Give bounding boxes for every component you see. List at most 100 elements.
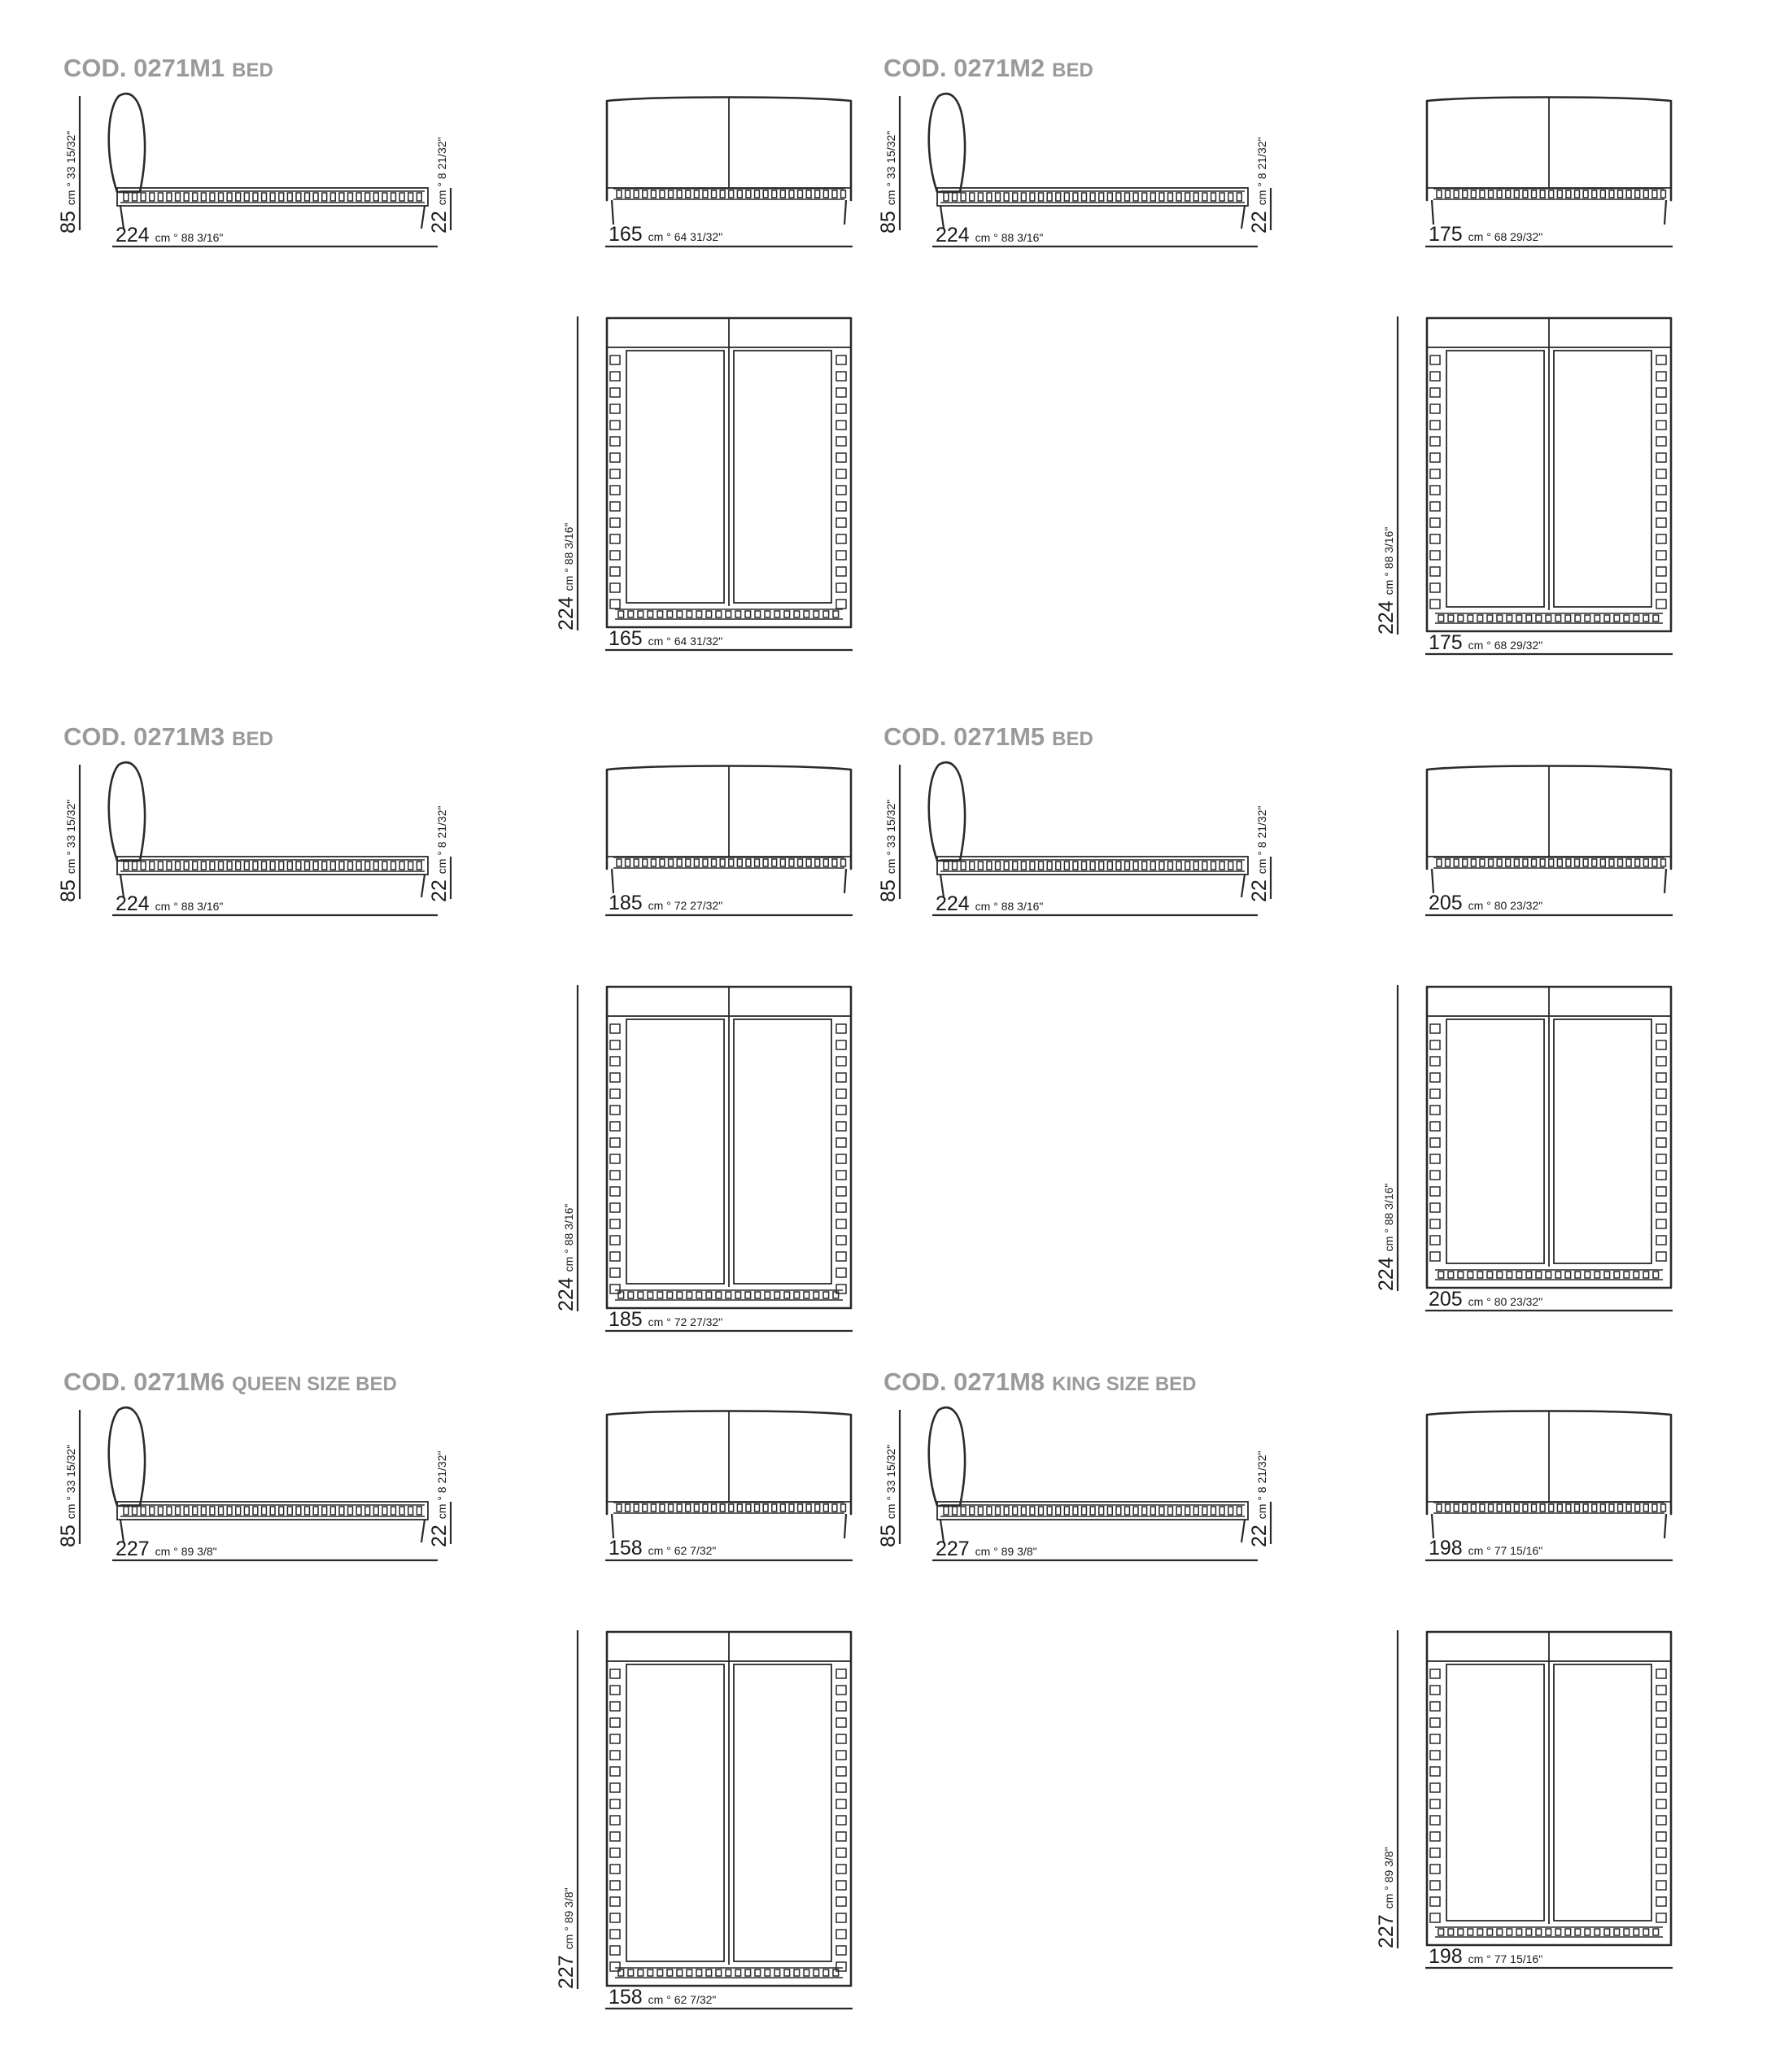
- height-dimension: 85 cm ° 33 15/32": [877, 1445, 900, 1547]
- svg-text:224 cm ° 88 3/16": 224 cm ° 88 3/16": [116, 224, 223, 246]
- model-type: QUEEN SIZE BED: [232, 1373, 397, 1395]
- slat-row: [613, 857, 847, 869]
- mattress-right: [1553, 1664, 1652, 1922]
- model-type: BED: [1052, 728, 1093, 750]
- model-code: COD. 0271M5: [884, 722, 1045, 751]
- front-view: 175 cm ° 68 29/32": [1425, 96, 1673, 248]
- leg: [610, 868, 615, 894]
- side-slats: [1656, 355, 1667, 609]
- mattress-left: [626, 1664, 725, 1962]
- side-slats: [609, 1669, 621, 1972]
- top-width-dimension: 165 cm ° 64 31/32": [609, 627, 722, 650]
- model-title: COD. 0271M5 BED: [884, 722, 1093, 752]
- top-length-dimension: 224 cm ° 88 3/16": [555, 1204, 578, 1311]
- bed-frame: [936, 856, 1249, 875]
- mattress-left: [1446, 1664, 1545, 1922]
- top-width-dimension: 175 cm ° 68 29/32": [1429, 631, 1542, 654]
- svg-text:85 cm ° 33 15/32": 85 cm ° 33 15/32": [877, 1445, 900, 1547]
- mattress-right: [733, 350, 832, 604]
- svg-text:227 cm ° 89 3/8": 227 cm ° 89 3/8": [555, 1887, 578, 1989]
- width-dimension: 158 cm ° 62 7/32": [609, 1537, 716, 1559]
- length-dimension: 224 cm ° 88 3/16": [116, 892, 223, 915]
- leg: [610, 199, 615, 225]
- height-dimension: 85 cm ° 33 15/32": [57, 131, 80, 233]
- top-width-dimension: 158 cm ° 62 7/32": [609, 1986, 716, 2009]
- headboard-profile: [927, 761, 966, 862]
- width-dimension: 198 cm ° 77 15/16": [1429, 1537, 1542, 1559]
- leg-dimension: 22 cm ° 8 21/32": [428, 1450, 451, 1547]
- length-dimension: 227 cm ° 89 3/8": [116, 1538, 217, 1560]
- width-dimension: 205 cm ° 80 23/32": [1429, 892, 1542, 914]
- leg-dimension: 22 cm ° 8 21/32": [1248, 137, 1271, 233]
- slat-row: [1433, 188, 1667, 200]
- model-code: COD. 0271M3: [63, 722, 225, 751]
- side-view: 85 cm ° 33 15/32" 22 cm ° 8 21/32" 224 cm …: [877, 92, 1272, 248]
- headboard-front: [605, 765, 853, 870]
- leg: [1240, 205, 1246, 229]
- leg: [1430, 868, 1435, 894]
- slat-row: [1435, 1926, 1663, 1938]
- slat-row: [613, 188, 847, 200]
- bed-frame: [116, 1501, 429, 1520]
- leg: [843, 1513, 848, 1539]
- leg: [1663, 199, 1668, 225]
- headboard-profile: [927, 92, 966, 194]
- top-width-dimension: 198 cm ° 77 15/16": [1429, 1945, 1542, 1968]
- svg-text:227 cm ° 89 3/8": 227 cm ° 89 3/8": [1375, 1847, 1398, 1948]
- svg-text:85 cm ° 33 15/32": 85 cm ° 33 15/32": [57, 1445, 80, 1547]
- leg-dimension: 22 cm ° 8 21/32": [1248, 805, 1271, 902]
- top-view: 227 cm ° 89 3/8" 158 cm ° 62 7/32": [555, 1630, 853, 2010]
- leg: [1240, 874, 1246, 898]
- svg-text:175 cm ° 68 29/32": 175 cm ° 68 29/32": [1429, 223, 1542, 246]
- front-view: 165 cm ° 64 31/32": [605, 96, 853, 248]
- top-length-dimension: 224 cm ° 88 3/16": [555, 523, 578, 630]
- headboard-profile: [107, 1406, 146, 1507]
- svg-text:224 cm ° 88 3/16": 224 cm ° 88 3/16": [555, 523, 578, 630]
- svg-text:224 cm ° 88 3/16": 224 cm ° 88 3/16": [936, 224, 1043, 246]
- svg-text:85 cm ° 33 15/32": 85 cm ° 33 15/32": [57, 131, 80, 233]
- headboard-profile: [107, 92, 146, 194]
- slat-row: [615, 1289, 843, 1301]
- svg-text:198 cm ° 77 15/16": 198 cm ° 77 15/16": [1429, 1945, 1542, 1968]
- svg-text:185 cm ° 72 27/32": 185 cm ° 72 27/32": [609, 892, 722, 914]
- top-width-dimension: 185 cm ° 72 27/32": [609, 1308, 722, 1331]
- leg: [119, 205, 125, 229]
- side-slats: [609, 1023, 621, 1294]
- leg-dimension: 22 cm ° 8 21/32": [428, 137, 451, 233]
- mattress-left: [626, 350, 725, 604]
- slat-row: [615, 609, 843, 620]
- width-dimension: 175 cm ° 68 29/32": [1429, 223, 1542, 246]
- model-code: COD. 0271M2: [884, 54, 1045, 82]
- model-type: BED: [1052, 59, 1093, 81]
- side-view: 85 cm ° 33 15/32"22 cm ° 8 21/32"224 cm …: [877, 761, 1272, 917]
- svg-text:224 cm ° 88 3/16": 224 cm ° 88 3/16": [1375, 1184, 1398, 1291]
- headboard-front: [605, 1410, 853, 1516]
- svg-text:198 cm ° 77 15/16": 198 cm ° 77 15/16": [1429, 1537, 1542, 1559]
- model-block: COD. 0271M2 BED 85 cm ° 33 15/32" 22 cm ° 8…: [877, 54, 1697, 704]
- svg-text:165 cm ° 64 31/32": 165 cm ° 64 31/32": [609, 223, 722, 246]
- side-slats: [1656, 1023, 1667, 1262]
- model-title: COD. 0271M2 BED: [884, 54, 1093, 83]
- slat-row: [613, 1502, 847, 1514]
- height-dimension: 85 cm ° 33 15/32": [877, 131, 900, 233]
- leg: [1663, 1513, 1668, 1539]
- svg-text:175 cm ° 68 29/32": 175 cm ° 68 29/32": [1429, 631, 1542, 654]
- bed-frame: [116, 187, 429, 207]
- mattress-right: [1553, 350, 1652, 608]
- svg-text:85 cm ° 33 15/32": 85 cm ° 33 15/32": [877, 131, 900, 233]
- leg: [1663, 868, 1668, 894]
- svg-text:158 cm ° 62 7/32": 158 cm ° 62 7/32": [609, 1537, 716, 1559]
- leg: [119, 1519, 125, 1543]
- model-code: COD. 0271M1: [63, 54, 225, 82]
- top-view: 224 cm ° 88 3/16"205 cm ° 80 23/32": [1375, 985, 1673, 1312]
- mattress-left: [626, 1019, 725, 1285]
- leg: [939, 874, 945, 898]
- svg-text:227 cm ° 89 3/8": 227 cm ° 89 3/8": [936, 1538, 1037, 1560]
- side-slats: [836, 1669, 847, 1972]
- leg: [610, 1513, 615, 1539]
- svg-text:22 cm ° 8 21/32": 22 cm ° 8 21/32": [428, 805, 451, 902]
